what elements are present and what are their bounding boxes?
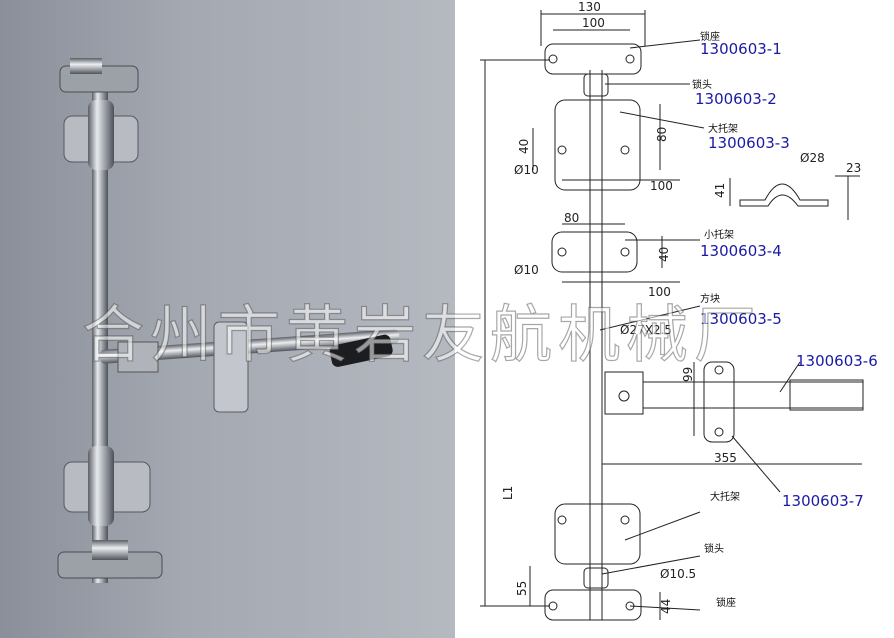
part-1300603-4: 1300603-4 (700, 242, 782, 260)
product-photo (0, 0, 455, 638)
dim-40-large: 40 (517, 139, 531, 154)
label-lock-head-bottom: 锁头 (704, 542, 724, 555)
watermark: 合州市黄岩友航机械厂 (82, 298, 762, 371)
leader-p3 (619, 111, 705, 129)
top-lock-head (583, 73, 609, 97)
dim-d10-5: Ø10.5 (660, 567, 696, 581)
photo-square-block (117, 341, 159, 373)
bottom-lock-seat-outline (544, 589, 642, 621)
dim-55: 55 (515, 581, 529, 596)
leader-lock-seat-bottom (629, 605, 701, 611)
small-bracket-hole-right (620, 247, 630, 257)
label-large-bracket-top: 大托架 (708, 122, 738, 135)
label-square-block: 方块 (700, 292, 720, 305)
dim-130: 130 (578, 0, 601, 14)
photo-bottom-latch (92, 540, 128, 560)
leader-p6 (779, 361, 801, 393)
dim-99: 99 (681, 367, 695, 382)
top-lock-seat-hole-right (625, 54, 635, 64)
photo-bottom-collar (88, 446, 114, 526)
dim-100-small: 100 (648, 285, 671, 299)
label-lock-seat-bottom: 锁座 (716, 596, 736, 609)
square-block-hole (618, 390, 630, 402)
part-1300603-6: 1300603-6 (796, 352, 878, 370)
photo-top-latch (70, 58, 102, 74)
leader-lock-head-bottom (601, 555, 701, 575)
bracket-side-profile (739, 183, 829, 207)
dim-100-top: 100 (582, 16, 605, 30)
leader-large-bracket-bottom (624, 511, 701, 541)
photo-handle-keeper (213, 321, 249, 413)
dim-d28: Ø28 (800, 151, 825, 165)
large-bracket-top-hole-right (620, 145, 630, 155)
bottom-lock-head (583, 567, 609, 589)
leader-p7 (731, 435, 781, 493)
label-lock-head-top: 锁头 (692, 78, 712, 91)
photo-handle-bar (99, 329, 400, 364)
leader-p1 (629, 39, 701, 49)
dimension-labels: 130 100 80 40 Ø10 100 Ø28 23 41 80 Ø10 4… (501, 0, 861, 614)
label-lock-seat-top: 锁座 (700, 30, 720, 43)
part-1300603-7: 1300603-7 (782, 492, 864, 510)
handle-outline (642, 381, 864, 409)
dim-d10-large: Ø10 (514, 163, 539, 177)
small-bracket-hole-left (557, 247, 567, 257)
label-large-bracket-bottom: 大托架 (710, 490, 740, 503)
part-numbers: 1300603-1 1300603-2 1300603-3 1300603-4 … (695, 40, 878, 510)
dim-tube: Ø27X2.5 (620, 323, 672, 337)
photo-top-collar (88, 100, 114, 170)
handle-keeper-outline (703, 361, 735, 443)
large-bracket-bottom-outline (554, 503, 641, 565)
dim-L1: L1 (501, 486, 515, 500)
large-bracket-top-hole-left (557, 145, 567, 155)
handle-grip-outline (789, 379, 864, 411)
large-bracket-top-outline (554, 99, 641, 191)
part-1300603-5: 1300603-5 (700, 310, 782, 328)
dim-80: 80 (655, 127, 669, 142)
top-lock-seat-outline (544, 43, 642, 75)
dim-d10-small: Ø10 (514, 263, 539, 277)
top-lock-seat-hole-left (548, 54, 558, 64)
photo-handle-grip (329, 334, 393, 367)
photo-lock-assembly (57, 58, 400, 583)
dim-44: 44 (659, 599, 673, 614)
leader-p5 (599, 305, 701, 331)
dim-80-small: 80 (564, 211, 579, 225)
part-1300603-3: 1300603-3 (708, 134, 790, 152)
square-block-outline (604, 371, 644, 415)
small-bracket-outline (551, 231, 638, 273)
dim-40-small: 40 (657, 247, 671, 262)
dim-100-large: 100 (650, 179, 673, 193)
chinese-labels: 锁座 锁头 大托架 小托架 方块 大托架 锁头 锁座 (692, 30, 740, 609)
dim-41: 41 (713, 183, 727, 198)
part-1300603-2: 1300603-2 (695, 90, 777, 108)
dim-355: 355 (714, 451, 737, 465)
part-1300603-1: 1300603-1 (700, 40, 782, 58)
technical-drawing (480, 10, 864, 621)
dim-23: 23 (846, 161, 861, 175)
label-small-bracket: 小托架 (704, 228, 734, 241)
